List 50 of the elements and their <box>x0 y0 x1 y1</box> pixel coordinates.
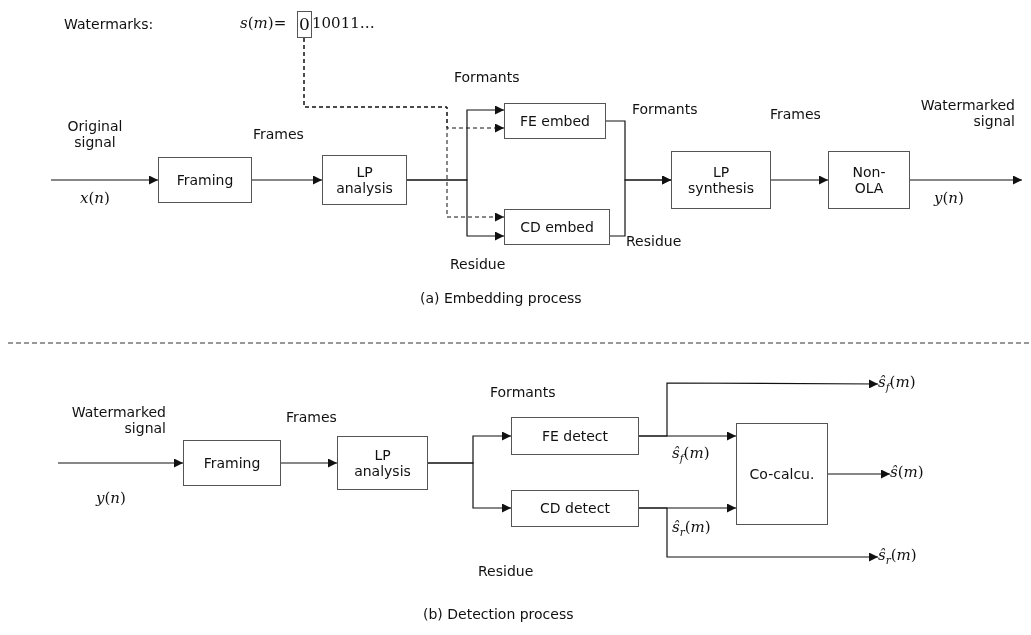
text-label: Watermarked signal <box>70 404 166 437</box>
process-box: LP analysis <box>322 155 407 205</box>
dashed-arrow <box>303 37 505 222</box>
text-label: Formants <box>454 69 520 86</box>
arrow <box>827 469 891 479</box>
text-label: Residue <box>478 563 534 580</box>
process-box: Framing <box>158 157 252 203</box>
bit-box: 0 <box>297 11 312 38</box>
text-label: Residue <box>450 256 506 273</box>
edge-label: ŝ$_{f}$(m) <box>672 445 710 465</box>
text-label: Frames <box>770 106 821 123</box>
arrow <box>50 175 159 185</box>
process-box: FE embed <box>504 103 606 139</box>
text-label: Frames <box>286 409 337 426</box>
arrow <box>638 379 879 437</box>
math-label: x(n) <box>80 190 110 208</box>
arrow <box>251 175 323 185</box>
text-label: Frames <box>253 126 304 143</box>
arrow <box>909 175 1023 185</box>
text-label: Formants <box>632 101 698 118</box>
arrow <box>57 458 184 468</box>
arrow <box>427 462 512 513</box>
process-box: Co-calcu. <box>736 423 828 525</box>
math-label: 10011… <box>312 15 375 33</box>
process-box: Non- OLA <box>828 151 910 209</box>
math-label: y(n) <box>934 190 964 208</box>
arrow <box>406 179 505 241</box>
math-label: y(n) <box>96 490 126 508</box>
process-box: Framing <box>183 440 281 486</box>
text-label: (a) Embedding process <box>420 290 582 307</box>
math-label: ŝ(m) <box>890 464 924 482</box>
math-label: ŝ$_{f}$(m) <box>878 374 916 394</box>
text-label: (b) Detection process <box>423 606 574 623</box>
text-label: Watermarks: <box>64 16 154 33</box>
text-label: Watermarked signal <box>919 97 1015 130</box>
edge-label: ŝ$_{r}$(m) <box>672 519 711 539</box>
process-box: CD detect <box>511 490 639 527</box>
process-box: FE detect <box>511 417 639 455</box>
text-label: Residue <box>626 233 682 250</box>
math-label: s(m)= <box>240 15 287 33</box>
text-label: Formants <box>490 384 556 401</box>
math-label: ŝ$_{r}$(m) <box>878 547 917 567</box>
process-box: LP analysis <box>337 436 428 490</box>
arrow <box>638 507 879 562</box>
arrow <box>280 458 338 468</box>
text-label: Original signal <box>66 118 124 151</box>
process-box: CD embed <box>504 209 610 245</box>
arrow <box>770 175 829 185</box>
process-box: LP synthesis <box>671 151 771 209</box>
arrow <box>609 175 672 237</box>
